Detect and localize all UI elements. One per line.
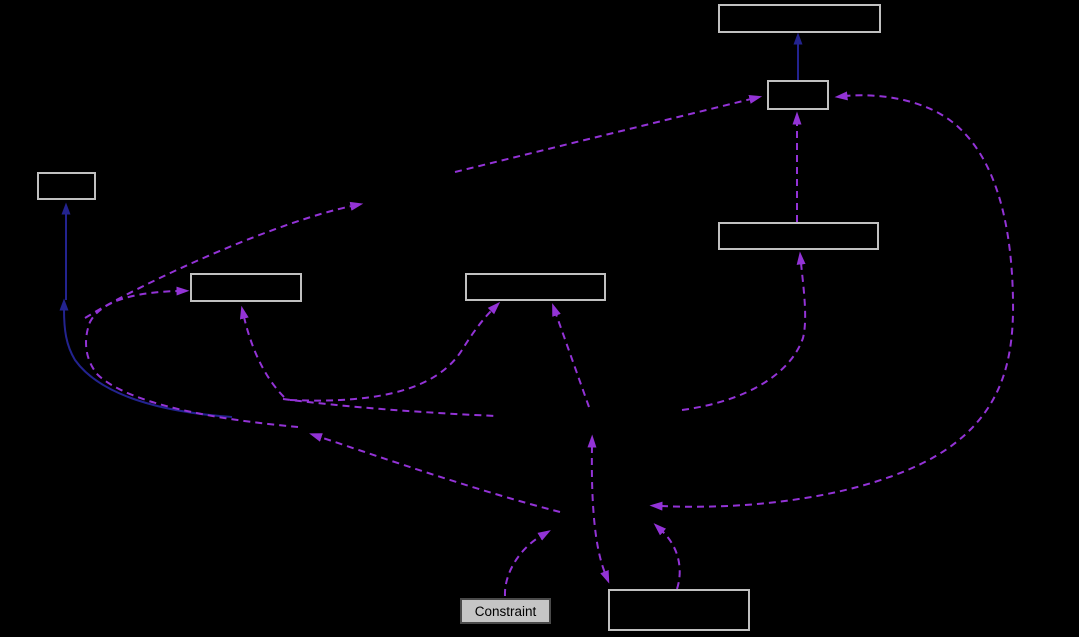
node-constraint: Constraint: [460, 598, 551, 624]
node-constraint-label: Constraint: [475, 604, 537, 619]
edge-usage-8: [681, 251, 807, 411]
edge-usage-1: [85, 286, 299, 428]
edge-usage-3: [454, 94, 763, 173]
node-left[interactable]: [37, 172, 96, 200]
node-center-box[interactable]: [465, 273, 606, 301]
edge-usage-11: [587, 434, 610, 584]
edge-usage-9: [552, 303, 590, 408]
edge-usage-14: [653, 523, 681, 590]
node-constraint-box: [460, 598, 551, 624]
edge-usage-13: [503, 530, 551, 597]
edge-usage-10: [289, 301, 501, 402]
nodes-layer: Constraint: [37, 4, 881, 631]
node-mid-left-box[interactable]: [190, 273, 302, 302]
node-upper-small[interactable]: [767, 80, 829, 110]
node-center[interactable]: [465, 273, 606, 301]
node-mid-left[interactable]: [190, 273, 302, 302]
node-upper-small-box[interactable]: [767, 80, 829, 110]
node-mid-right[interactable]: [718, 222, 879, 250]
node-bottom-right-box[interactable]: [608, 589, 750, 631]
node-top-right[interactable]: [718, 4, 881, 33]
node-bottom-right[interactable]: [608, 589, 750, 631]
edge-usage-12: [309, 433, 561, 513]
node-left-box[interactable]: [37, 172, 96, 200]
node-mid-right-box[interactable]: [718, 222, 879, 250]
edge-inherit-3: [59, 298, 233, 418]
edge-usage-4: [84, 201, 364, 319]
edge-usage-2: [239, 305, 285, 398]
edge-usage-5: [649, 91, 1015, 511]
edges-layer: [59, 32, 1015, 597]
node-top-right-box[interactable]: [718, 4, 881, 33]
